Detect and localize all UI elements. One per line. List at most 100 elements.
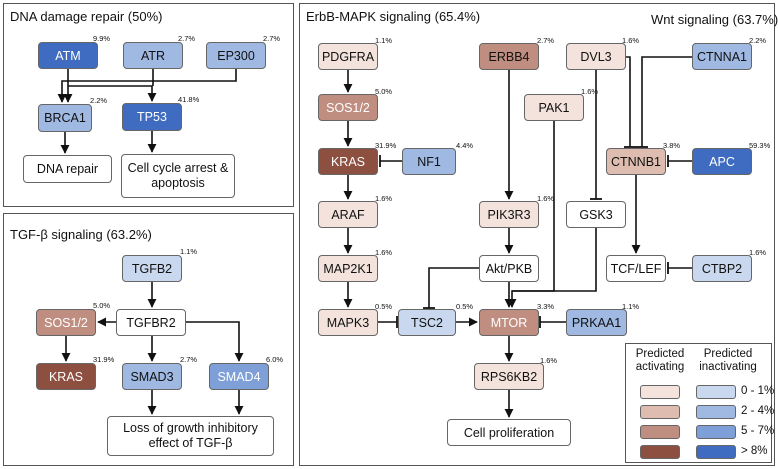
node-pdgfra: PDGFRA xyxy=(318,43,378,70)
node-cell-proliferation-label: Cell proliferation xyxy=(463,425,555,440)
node-map2k1: MAP2K1 xyxy=(318,255,378,282)
node-ctnnb1-pct: 3.8% xyxy=(663,141,681,150)
node-pdgfra-pct: 1.1% xyxy=(375,36,393,45)
node-gsk3-label: GSK3 xyxy=(579,207,613,222)
tgf-panel-title: TGF-β signaling (63.2%) xyxy=(10,227,152,242)
node-brca1: BRCA1 xyxy=(38,104,92,132)
node-ep300-pct: 2.7% xyxy=(263,34,281,43)
node-tgfb2: TGFB2 xyxy=(122,255,182,282)
node-tsc2-pct: 0.5% xyxy=(456,302,474,311)
node-smad4-label: SMAD4 xyxy=(217,369,261,384)
node-mtor-label: MTOR xyxy=(490,315,528,330)
edge-akt-tsc2 xyxy=(428,267,479,308)
node-ep300-label: EP300 xyxy=(217,48,255,63)
node-cell-proliferation: Cell proliferation xyxy=(447,419,571,446)
legend-range-3: 5 - 7% xyxy=(741,425,775,437)
legend xyxy=(625,343,772,463)
node-smad3-label: SMAD3 xyxy=(130,369,174,384)
node-mapk3-label: MAPK3 xyxy=(326,315,370,330)
legend-range-4: > 8% xyxy=(741,445,768,457)
node-pik3r3: PIK3R3 xyxy=(479,201,539,228)
node-ctnnb1-label: CTNNB1 xyxy=(610,154,661,169)
node-pik3r3-pct: 1.6% xyxy=(537,194,555,203)
node-ctbp2-pct: 1.6% xyxy=(749,248,767,257)
node-prkaa1-label: PRKAA1 xyxy=(571,315,622,330)
node-dna-repair: DNA repair xyxy=(23,155,112,183)
node-atm: ATM xyxy=(38,42,98,69)
node-sos12-erbb: SOS1/2 xyxy=(318,94,378,121)
legend-swatch-inactivating-3 xyxy=(696,425,736,439)
node-rps6kb2-label: RPS6KB2 xyxy=(480,369,538,384)
node-dvl3: DVL3 xyxy=(566,43,626,70)
node-apc: APC xyxy=(692,148,752,175)
node-dna-repair-label: DNA repair xyxy=(36,162,99,176)
node-araf-label: ARAF xyxy=(331,207,365,222)
legend-swatch-activating-4 xyxy=(640,445,680,459)
node-ctbp2-label: CTBP2 xyxy=(701,261,743,276)
node-akt-pkb: Akt/PKB xyxy=(479,255,539,282)
node-ep300: EP300 xyxy=(206,42,266,69)
node-cell-cycle-label: Cell cycle arrest & apoptosis xyxy=(127,161,229,190)
edge-ctnna1-ctnnb1 xyxy=(641,56,692,147)
legend-activating-heading: Predicted activating xyxy=(635,348,685,373)
node-nf1-pct: 4.4% xyxy=(456,141,474,150)
node-atm-label: ATM xyxy=(55,48,81,63)
edge-gsk3-mtor xyxy=(512,228,597,292)
node-dvl3-label: DVL3 xyxy=(580,49,612,64)
node-sos12-tgf-label: SOS1/2 xyxy=(44,315,88,330)
node-kras-erbb-pct: 31.9% xyxy=(375,141,397,150)
node-kras-tgf: KRAS xyxy=(36,363,96,390)
node-erbb4-pct: 2.7% xyxy=(537,36,555,45)
node-kras-tgf-pct: 31.9% xyxy=(93,355,115,364)
node-tgfb2-label: TGFB2 xyxy=(131,261,173,276)
node-atr-pct: 2.7% xyxy=(178,34,196,43)
node-tp53-pct: 41.8% xyxy=(178,95,200,104)
node-dvl3-pct: 1.6% xyxy=(622,36,640,45)
node-map2k1-pct: 1.6% xyxy=(375,248,393,257)
node-loss-growth: Loss of growth inhibitory effect of TGF-… xyxy=(107,416,274,456)
node-brca1-pct: 2.2% xyxy=(90,96,108,105)
node-mapk3-pct: 0.5% xyxy=(375,302,393,311)
node-apc-label: APC xyxy=(709,154,735,169)
legend-swatch-inactivating-4 xyxy=(696,445,736,459)
node-tgfb2-pct: 1.1% xyxy=(180,247,198,256)
node-ctnna1-label: CTNNA1 xyxy=(696,49,747,64)
legend-swatch-inactivating-2 xyxy=(696,405,736,419)
node-nf1: NF1 xyxy=(402,148,456,175)
node-atm-pct: 9.9% xyxy=(93,34,111,43)
node-pik3r3-label: PIK3R3 xyxy=(487,207,531,222)
node-erbb4-label: ERBB4 xyxy=(488,49,530,64)
node-smad4-pct: 6.0% xyxy=(266,355,284,364)
node-atr: ATR xyxy=(123,42,183,69)
node-mapk3: MAPK3 xyxy=(318,309,378,336)
node-pak1-label: PAK1 xyxy=(538,100,570,115)
node-cell-cycle: Cell cycle arrest & apoptosis xyxy=(121,154,235,198)
node-mtor: MTOR xyxy=(479,309,539,336)
node-erbb4: ERBB4 xyxy=(479,43,539,70)
edge-dvl3-ctnnb1 xyxy=(626,56,631,147)
node-nf1-label: NF1 xyxy=(417,154,441,169)
node-tp53: TP53 xyxy=(122,103,182,131)
node-rps6kb2: RPS6KB2 xyxy=(474,363,544,390)
node-gsk3: GSK3 xyxy=(566,201,626,228)
node-akt-pkb-label: Akt/PKB xyxy=(485,261,533,276)
wnt-panel-title: Wnt signaling (63.7%) xyxy=(651,12,778,27)
node-rps6kb2-pct: 1.6% xyxy=(540,356,558,365)
node-sos12-tgf: SOS1/2 xyxy=(36,309,96,336)
node-tp53-label: TP53 xyxy=(137,110,167,124)
node-smad3: SMAD3 xyxy=(122,363,182,390)
legend-swatch-activating-3 xyxy=(640,425,680,439)
node-pak1: PAK1 xyxy=(524,94,584,121)
erbb-panel-title: ErbB-MAPK signaling (65.4%) xyxy=(306,9,481,24)
node-ctnna1: CTNNA1 xyxy=(692,43,752,70)
node-tsc2: TSC2 xyxy=(398,309,456,336)
legend-swatch-inactivating-1 xyxy=(696,385,736,399)
node-araf: ARAF xyxy=(318,201,378,228)
node-tcf-lef-label: TCF/LEF xyxy=(610,261,662,276)
node-tcf-lef: TCF/LEF xyxy=(606,255,666,282)
legend-range-2: 2 - 4% xyxy=(741,405,775,417)
node-pdgfra-label: PDGFRA xyxy=(321,49,375,64)
legend-inactivating-heading: Predicted inactivating xyxy=(699,348,757,373)
